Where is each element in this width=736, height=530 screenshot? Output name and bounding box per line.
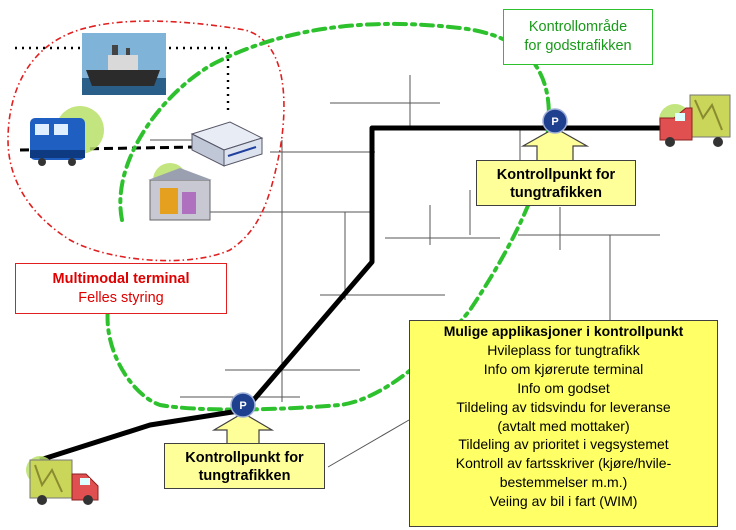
warehouse-icon [148,163,212,221]
cargo-ship-icon [82,33,166,95]
control-area-label: Kontrollområde for godstrafikken [503,9,653,65]
applications-item: bestemmelser m.m.) [499,474,628,491]
svg-text:P: P [551,116,558,128]
train-icon [30,106,104,166]
terminal-label: Multimodal terminal Felles styring [15,263,227,314]
heavy-road [39,125,662,463]
applications-item: Info om godset [517,379,610,396]
control-area-label-line2: for godstrafikken [524,38,632,54]
checkpoint-bottom-marker: P [230,392,256,418]
applications-item: Tildeling av prioritet i vegsystemet [458,436,669,453]
checkpoint-bottom-line1: Kontrollpunkt for [185,450,304,466]
applications-box: Mulige applikasjoner i kontrollpunkt Hvi… [409,320,718,527]
road-network [180,75,660,468]
applications-item: Hvileplass for tungtrafikk [487,341,640,358]
truck-icon [26,456,99,505]
checkpoint-bottom-label: Kontrollpunkt for tungtrafikken [164,443,325,489]
terminal-label-subtitle: Felles styring [78,290,164,306]
terminal-boundary [7,20,285,262]
truck-icon [659,94,731,147]
applications-item: Tildeling av tidsvindu for leveranse [456,398,671,415]
checkpoint-bottom-line2: tungtrafikken [198,468,291,484]
control-area-label-line1: Kontrollområde [528,19,628,35]
checkpoint-top-arrow [520,127,590,163]
checkpoint-bottom-arrow [211,412,275,446]
applications-item: Kontroll av fartsskriver (kjøre/hvile- [455,455,672,472]
checkpoint-top-label: Kontrollpunkt for tungtrafikken [476,160,636,206]
applications-item: Info om kjørerute terminal [483,360,644,377]
checkpoint-top-line1: Kontrollpunkt for [496,167,616,183]
applications-item: (avtalt med mottaker) [497,417,630,434]
checkpoint-top-marker: P [542,108,568,134]
server-icon [190,121,264,167]
checkpoint-top-line2: tungtrafikken [510,185,602,201]
applications-title: Mulige applikasjoner i kontrollpunkt [443,323,684,339]
applications-item: Veiing av bil i fart (WIM) [489,493,638,510]
terminal-label-title: Multimodal terminal [52,271,190,287]
svg-text:P: P [239,400,246,412]
